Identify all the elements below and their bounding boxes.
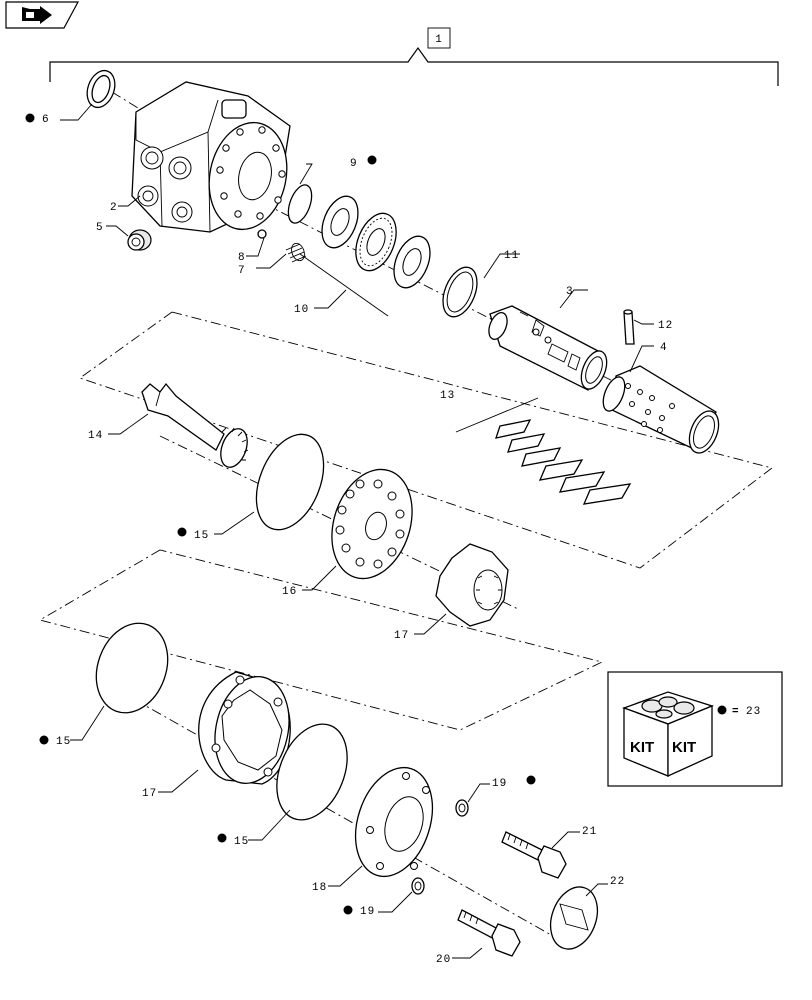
spring-set-13 xyxy=(455,397,632,505)
washer-19b xyxy=(411,877,425,895)
cover-plate-22 xyxy=(549,886,599,950)
kit-equals: = xyxy=(732,706,740,718)
plate-16 xyxy=(331,468,413,580)
label-9: 9 xyxy=(350,158,358,170)
label-18: 18 xyxy=(312,882,327,894)
assembly-ref-label: 1 xyxy=(435,34,443,46)
kit-number: 23 xyxy=(746,706,761,718)
axis-lines xyxy=(99,91,651,941)
label-5: 5 xyxy=(96,222,104,234)
label-17a: 17 xyxy=(394,630,409,642)
rotor-17 xyxy=(435,543,509,627)
sleeve-4 xyxy=(602,365,720,454)
o-ring-9 xyxy=(287,184,313,224)
label-13: 13 xyxy=(440,390,455,402)
label-3: 3 xyxy=(566,286,574,298)
ring-11 xyxy=(442,266,478,318)
pin-12 xyxy=(623,309,635,345)
leader-lines xyxy=(60,103,654,959)
spring-7 xyxy=(285,242,307,263)
label-20: 20 xyxy=(436,954,451,966)
o-ring-15a xyxy=(255,433,325,531)
end-cap-18 xyxy=(354,766,434,878)
label-16: 16 xyxy=(282,586,297,598)
label-12: 12 xyxy=(658,320,673,332)
gerotor-boundary xyxy=(38,549,604,731)
arrow-icon xyxy=(22,6,52,24)
seal-ring-6 xyxy=(86,69,116,109)
kit-word-2: KIT xyxy=(672,739,696,756)
cartridge-boundary xyxy=(79,311,774,569)
label-7: 7 xyxy=(238,265,246,277)
label-17b: 17 xyxy=(142,788,157,800)
label-11: 11 xyxy=(504,250,519,262)
valve-housing xyxy=(131,81,291,233)
label-19b: 19 xyxy=(360,906,375,918)
label-6: 6 xyxy=(42,114,50,126)
kit-markers xyxy=(25,113,536,915)
spool-3 xyxy=(488,305,608,391)
nav-button[interactable] xyxy=(5,1,80,29)
bolt-21 xyxy=(501,831,567,879)
label-4: 4 xyxy=(660,342,668,354)
label-15a: 15 xyxy=(194,530,209,542)
label-2: 2 xyxy=(110,202,118,214)
washer-19a xyxy=(455,799,469,817)
kit-bullet xyxy=(717,705,727,715)
label-15b: 15 xyxy=(56,736,71,748)
label-14: 14 xyxy=(88,430,103,442)
label-10: 10 xyxy=(294,304,309,316)
o-ring-15c xyxy=(276,723,348,821)
kit-legend: KIT KIT = 23 xyxy=(607,671,783,787)
label-8: 8 xyxy=(238,252,246,264)
label-19a: 19 xyxy=(492,778,507,790)
gerotor-ring-17 xyxy=(198,671,291,785)
bolt-20 xyxy=(457,909,521,957)
label-15c: 15 xyxy=(234,836,249,848)
plug-5 xyxy=(127,229,152,251)
drive-shaft-14 xyxy=(141,382,249,468)
kit-box-icon: KIT KIT xyxy=(622,691,714,778)
kit-word-1: KIT xyxy=(630,739,654,756)
label-22: 22 xyxy=(610,876,625,888)
part-labels: 6 2 5 8 7 9 10 11 3 12 4 13 14 15 16 17 … xyxy=(42,114,673,966)
assembly-bracket: 1 xyxy=(49,27,779,86)
ball-8 xyxy=(257,229,267,239)
o-ring-15b xyxy=(95,622,169,714)
washer-stack-10 xyxy=(321,195,431,289)
label-21: 21 xyxy=(582,826,597,838)
